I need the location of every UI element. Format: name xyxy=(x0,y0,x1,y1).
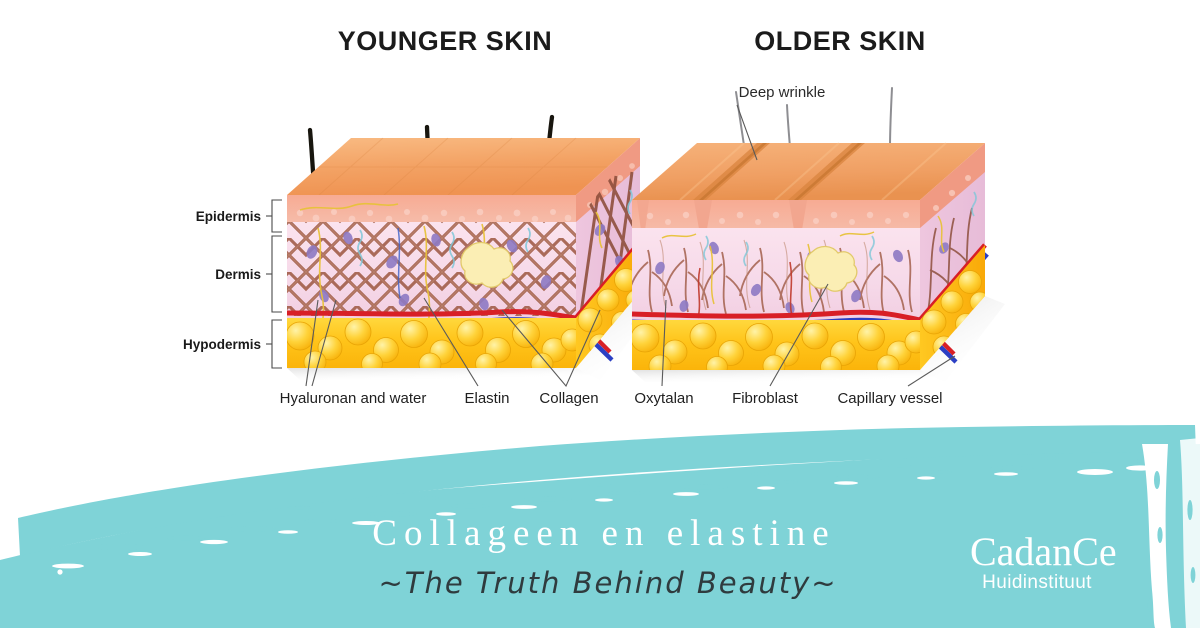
hyaluronan-younger xyxy=(357,189,633,269)
nerve-younger xyxy=(397,227,401,299)
callout-labels: Hyaluronan and water Elastin Collagen Ox… xyxy=(280,390,943,407)
fibroblast-cell-older xyxy=(804,245,858,292)
wrinkle-notch-2 xyxy=(789,200,807,254)
layer-label-dermis: Dermis xyxy=(215,267,261,282)
callout-label-elastin: Elastin xyxy=(464,390,509,407)
callout-label-oxytalan: Oxytalan xyxy=(634,390,693,407)
collagen-network-younger xyxy=(287,222,576,316)
fat-globules-older xyxy=(632,322,920,370)
banner-title: Collageen en elastine xyxy=(372,513,835,554)
callout-label-hyaluronan: Hyaluronan and water xyxy=(280,390,427,407)
wrinkle-notch-1 xyxy=(694,200,712,252)
brand-name: CadanCe xyxy=(970,529,1117,574)
layer-label-hypodermis: Hypodermis xyxy=(183,337,261,352)
callout-deep-wrinkle: Deep wrinkle xyxy=(736,84,826,161)
banner-teal-topband xyxy=(18,425,1196,556)
brush-texture-flecks xyxy=(94,456,1172,550)
epidermis-surface-younger xyxy=(287,138,640,195)
fat-globules-younger xyxy=(287,318,576,368)
callout-label-fibroblast: Fibroblast xyxy=(732,390,799,407)
brand-logo[interactable]: CadanCe Huidinstituut xyxy=(970,529,1117,593)
callout-label-collagen: Collagen xyxy=(539,390,598,407)
panel-title-younger: YOUNGER SKIN xyxy=(338,26,553,56)
younger-skin-block xyxy=(286,114,660,380)
brand-tagline: Huidinstituut xyxy=(982,572,1092,593)
callout-label-capillary: Capillary vessel xyxy=(837,390,942,407)
skin-cross-section-diagram: YOUNGER SKIN OLDER SKIN xyxy=(183,26,1005,407)
older-skin-block xyxy=(631,87,1005,382)
oxytalan-fibers-older xyxy=(661,215,945,305)
layer-label-epidermis: Epidermis xyxy=(196,209,261,224)
banner-teal-body xyxy=(0,444,1200,628)
layer-bracket-group: Epidermis Dermis Hypodermis xyxy=(183,199,282,369)
callout-leader-lines xyxy=(305,283,956,388)
annotation-deep-wrinkle-label: Deep wrinkle xyxy=(739,84,826,101)
banner-subtitle: ~The Truth Behind Beauty~ xyxy=(378,566,837,600)
panel-title-older: OLDER SKIN xyxy=(754,26,926,56)
dermis-older xyxy=(632,228,920,320)
banner-right-brush-edge xyxy=(1142,444,1171,628)
fibroblast-cell-younger xyxy=(460,241,514,288)
epidermis-band-younger xyxy=(287,195,576,228)
banner-right-brush-flecks xyxy=(1147,471,1196,612)
banner-right-brush-edge-2 xyxy=(1180,438,1200,628)
hyaluronan-older xyxy=(703,191,977,267)
brand-banner: Collageen en elastine ~The Truth Behind … xyxy=(0,400,1200,628)
